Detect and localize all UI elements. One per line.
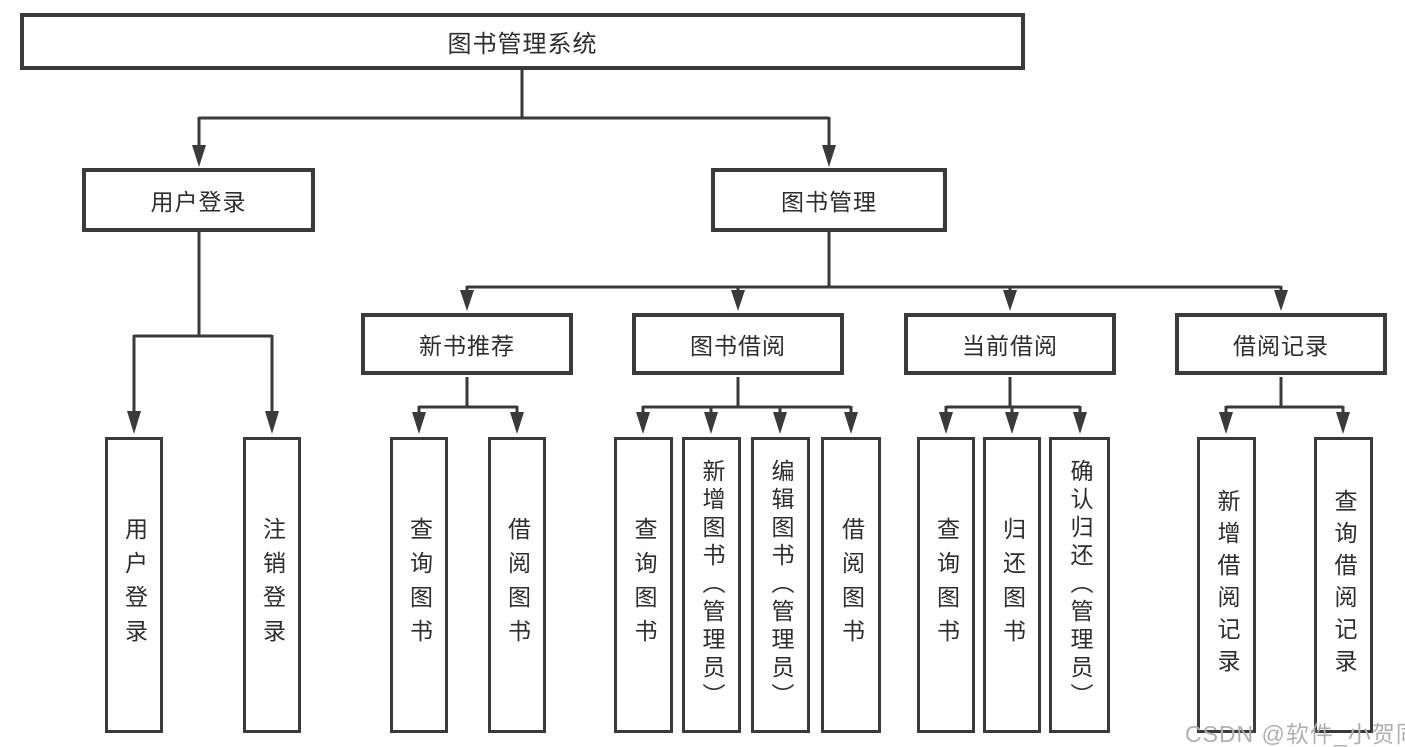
node-current-borrowing: 当前借阅: [904, 313, 1116, 375]
leaf-query-books-borrowing: 查询图书: [614, 437, 673, 733]
leaf-return-books: 归还图书: [983, 437, 1041, 733]
leaf-borrow-books-recommend-label: 借阅图书: [504, 517, 531, 653]
leaf-edit-book-admin: 编辑图书（管理员）: [751, 437, 810, 733]
node-user-login-label: 用户登录: [150, 189, 247, 215]
node-book-borrowing: 图书借阅: [632, 313, 844, 375]
leaf-query-books-borrowing-label: 查询图书: [631, 517, 657, 653]
leaf-add-book-admin-label: 新增图书（管理员）: [699, 459, 725, 711]
leaf-logout: 注销登录: [243, 437, 301, 733]
leaf-borrow-books-borrowing: 借阅图书: [821, 437, 881, 733]
leaf-query-books-current: 查询图书: [917, 437, 975, 733]
leaf-borrow-books-recommend: 借阅图书: [488, 437, 546, 733]
node-book-management-label: 图书管理: [781, 189, 877, 215]
node-root-label: 图书管理系统: [447, 31, 598, 58]
node-user-login: 用户登录: [82, 168, 315, 232]
leaf-query-borrowing-record: 查询借阅记录: [1314, 437, 1373, 733]
leaf-logout-label: 注销登录: [259, 517, 286, 653]
leaf-confirm-return-admin-label: 确认归还（管理员）: [1067, 459, 1093, 711]
leaf-query-books-recommend: 查询图书: [390, 437, 448, 733]
leaf-return-books-label: 归还图书: [999, 517, 1026, 653]
leaf-borrow-books-borrowing-label: 借阅图书: [838, 517, 865, 653]
node-book-management: 图书管理: [711, 168, 947, 232]
leaf-query-books-recommend-label: 查询图书: [406, 517, 433, 653]
node-current-borrowing-label: 当前借阅: [962, 333, 1058, 359]
arrowheads: [127, 145, 1350, 434]
node-book-borrowing-label: 图书借阅: [690, 333, 786, 359]
node-borrowing-records: 借阅记录: [1175, 313, 1387, 375]
leaf-query-books-current-label: 查询图书: [933, 517, 960, 653]
node-root: 图书管理系统: [20, 13, 1025, 70]
node-new-book-recommend-label: 新书推荐: [419, 333, 515, 359]
leaf-user-login-label: 用户登录: [121, 517, 148, 653]
leaf-add-borrowing-record-label: 新增借阅记录: [1214, 489, 1240, 681]
leaf-user-login: 用户登录: [105, 437, 163, 733]
node-new-book-recommend: 新书推荐: [361, 313, 573, 375]
leaf-add-borrowing-record: 新增借阅记录: [1197, 437, 1256, 733]
csdn-watermark: CSDN @软件_小贺同学: [1185, 721, 1405, 747]
leaf-confirm-return-admin: 确认归还（管理员）: [1049, 437, 1110, 733]
leaf-query-borrowing-record-label: 查询借阅记录: [1331, 489, 1357, 681]
leaf-add-book-admin: 新增图书（管理员）: [682, 437, 741, 733]
node-borrowing-records-label: 借阅记录: [1233, 333, 1329, 359]
leaf-edit-book-admin-label: 编辑图书（管理员）: [768, 459, 794, 711]
